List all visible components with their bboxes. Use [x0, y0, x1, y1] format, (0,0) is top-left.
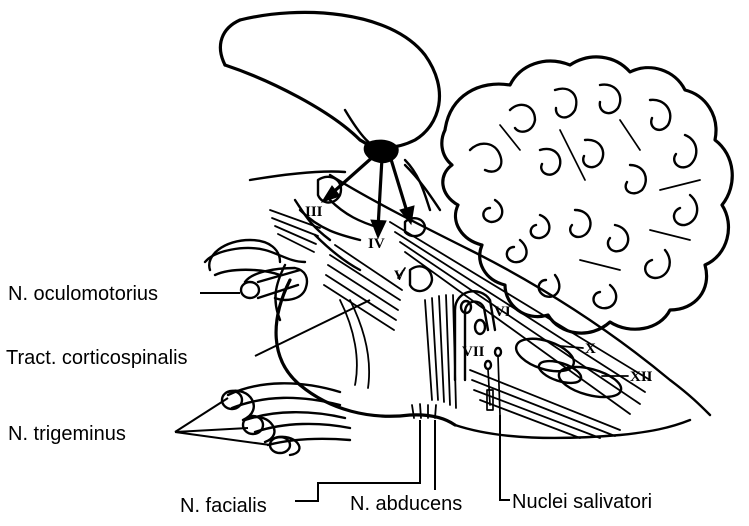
label-oculomotorius: N. oculomotorius [8, 283, 158, 305]
numeral-vi: VI [494, 304, 511, 320]
label-salivatori: Nuclei salivatori [512, 491, 652, 513]
numeral-iii: III [305, 204, 323, 220]
labels: N. oculomotorius Tract. corticospinalis … [6, 283, 652, 517]
leader-lines [175, 293, 510, 501]
numeral-xii: XII [630, 369, 653, 385]
cerebrum-outline [220, 12, 440, 210]
corticonuclear-arrows [322, 140, 430, 238]
numeral-iv: IV [368, 236, 385, 252]
label-trigeminus: N. trigeminus [8, 423, 126, 445]
label-facialis: N. facialis [180, 495, 267, 517]
cerebellum [442, 57, 732, 333]
numeral-x: X [585, 341, 596, 357]
label-abducens: N. abducens [350, 493, 462, 515]
numeral-vii: VII [462, 344, 485, 360]
label-corticospinalis: Tract. corticospinalis [6, 347, 188, 369]
trigeminal-roots [222, 383, 350, 455]
